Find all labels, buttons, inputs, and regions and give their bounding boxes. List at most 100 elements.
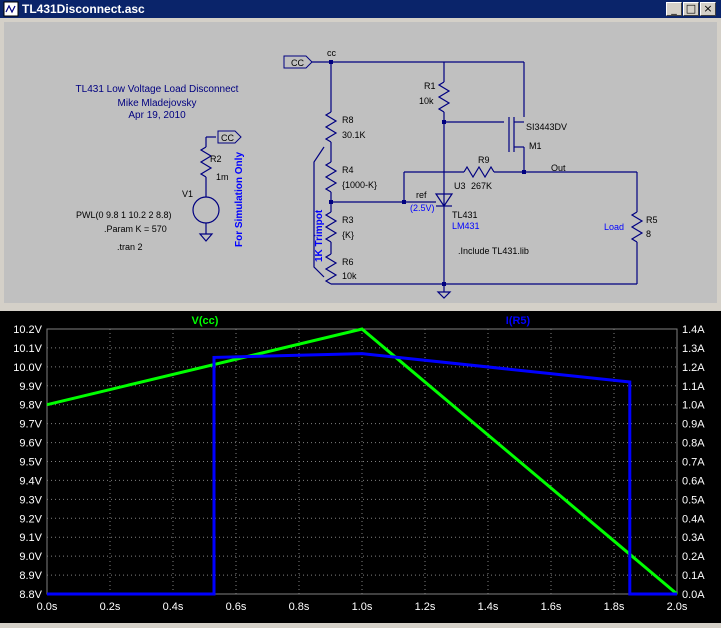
trimpot-label: 1K Trimpot <box>314 209 325 262</box>
param-directive: .Param K = 570 <box>104 224 167 234</box>
y-left-tick-label: 8.8V <box>19 589 42 601</box>
r3-value: {K} <box>342 230 354 240</box>
x-tick-label: 1.4s <box>478 601 499 613</box>
v1-source-circuit <box>192 136 220 242</box>
x-tick-label: 0.4s <box>163 601 184 613</box>
r2-value: 1m <box>216 172 229 182</box>
window-title: TL431Disconnect.asc <box>22 2 145 16</box>
r8-value: 30.1K <box>342 130 366 140</box>
right-axis-ticks: 0.0A 0.1A 0.2A 0.3A 0.4A 0.5A 0.6A 0.7A 0.8A 0.9A… <box>682 324 705 601</box>
y-left-tick-label: 9.2V <box>19 513 42 525</box>
heading-line3: Apr 19, 2010 <box>128 110 186 121</box>
r6-value: 10k <box>342 271 357 281</box>
ltspice-schematic-icon <box>3 1 19 17</box>
x-tick-label: 1.6s <box>541 601 562 613</box>
legend-ir5[interactable]: I(R5) <box>506 315 531 327</box>
u3-name: U3 <box>454 181 466 191</box>
svg-text:CC: CC <box>291 58 304 68</box>
plot-traces <box>46 327 678 596</box>
net-cc-small: cc <box>327 48 337 58</box>
y-right-tick-label: 1.1A <box>682 381 705 393</box>
r4-name: R4 <box>342 165 354 175</box>
x-tick-label: 2.0s <box>667 601 688 613</box>
y-left-tick-label: 9.4V <box>19 475 42 487</box>
sim-only-label: For Simulation Only <box>234 152 245 247</box>
r4-value: {1000-K} <box>342 180 377 190</box>
r5-value: 8 <box>646 229 651 239</box>
x-tick-label: 1.8s <box>604 601 625 613</box>
heading-line2: Mike Mladejovsky <box>118 98 197 109</box>
r5-name: R5 <box>646 215 658 225</box>
y-right-tick-label: 1.2A <box>682 362 705 374</box>
heading-line1: TL431 Low Voltage Load Disconnect <box>76 84 239 95</box>
y-right-tick-label: 0.2A <box>682 551 705 563</box>
x-tick-label: 0.6s <box>226 601 247 613</box>
y-left-tick-label: 9.1V <box>19 532 42 544</box>
y-left-tick-label: 9.9V <box>19 381 42 393</box>
waveform-plot[interactable]: 8.8V 8.9V 9.0V 9.1V 9.2V 9.3V 9.4V 9.5V 9.6V 9.7V… <box>0 311 721 623</box>
r9-value: 267K <box>471 181 492 191</box>
m1-part: SI3443DV <box>526 122 567 132</box>
y-left-tick-label: 10.1V <box>13 343 42 355</box>
y-left-tick-label: 9.0V <box>19 551 42 563</box>
y-right-tick-label: 1.0A <box>682 400 705 412</box>
close-button[interactable]: × <box>700 2 716 16</box>
y-right-tick-label: 0.7A <box>682 457 705 469</box>
r6-name: R6 <box>342 257 354 267</box>
v1-value: PWL(0 9.8 1 10.2 2 8.8) <box>76 210 172 220</box>
y-right-tick-label: 0.5A <box>682 494 705 506</box>
waveform-viewer[interactable]: 8.8V 8.9V 9.0V 9.1V 9.2V 9.3V 9.4V 9.5V 9.6V 9.7V… <box>0 311 721 623</box>
schematic-canvas[interactable]: TL431 Low Voltage Load Disconnect Mike M… <box>4 22 717 303</box>
r9-name: R9 <box>478 155 490 165</box>
net-label-cc-left[interactable]: CC <box>217 130 242 144</box>
y-left-tick-label: 10.2V <box>13 324 42 336</box>
y-right-tick-label: 0.9A <box>682 419 705 431</box>
title-bar[interactable]: TL431Disconnect.asc _ □ × <box>0 0 721 18</box>
x-tick-label: 0.2s <box>100 601 121 613</box>
y-right-tick-label: 0.1A <box>682 570 705 582</box>
m1-name: M1 <box>529 141 542 151</box>
schematic-editor[interactable]: TL431 Low Voltage Load Disconnect Mike M… <box>4 22 717 303</box>
y-left-tick-label: 9.3V <box>19 494 42 506</box>
y-left-tick-label: 9.6V <box>19 438 42 450</box>
x-axis-ticks: 0.0s 0.2s 0.4s 0.6s 0.8s 1.0s 1.2s 1.4s 1.6s 1.8s… <box>37 601 688 613</box>
x-tick-label: 1.2s <box>415 601 436 613</box>
y-right-tick-label: 0.4A <box>682 513 705 525</box>
r1-name: R1 <box>424 81 436 91</box>
y-left-tick-label: 9.8V <box>19 400 42 412</box>
r2-name: R2 <box>210 154 222 164</box>
left-axis-ticks: 8.8V 8.9V 9.0V 9.1V 9.2V 9.3V 9.4V 9.5V 9.6V 9.7V… <box>13 324 42 601</box>
pane-splitter[interactable] <box>0 303 721 311</box>
r1-value: 10k <box>419 96 434 106</box>
y-left-tick-label: 9.5V <box>19 457 42 469</box>
net-label-cc-main[interactable]: CC <box>283 55 313 69</box>
y-left-tick-label: 9.7V <box>19 419 42 431</box>
trace-vcc[interactable] <box>46 327 678 596</box>
r3-name: R3 <box>342 215 354 225</box>
v1-name: V1 <box>182 189 193 199</box>
trace-ir5[interactable] <box>47 352 677 596</box>
u3-ref: ref <box>416 190 427 200</box>
y-right-tick-label: 0.3A <box>682 532 705 544</box>
x-tick-label: 0.0s <box>37 601 58 613</box>
y-right-tick-label: 0.6A <box>682 475 705 487</box>
y-left-tick-label: 8.9V <box>19 570 42 582</box>
include-directive: .Include TL431.lib <box>458 246 529 256</box>
x-tick-label: 0.8s <box>289 601 310 613</box>
y-right-tick-label: 0.0A <box>682 589 705 601</box>
maximize-button[interactable]: □ <box>683 2 699 16</box>
u3-ref-voltage: (2.5V) <box>410 203 435 213</box>
net-out-label: Out <box>551 163 566 173</box>
legend-vcc[interactable]: V(cc) <box>192 315 219 327</box>
y-right-tick-label: 0.8A <box>682 438 705 450</box>
minimize-button[interactable]: _ <box>666 2 682 16</box>
y-left-tick-label: 10.0V <box>13 362 42 374</box>
r8-name: R8 <box>342 115 354 125</box>
u3-part2: LM431 <box>452 221 480 231</box>
y-right-tick-label: 1.4A <box>682 324 705 336</box>
x-tick-label: 1.0s <box>352 601 373 613</box>
r5-load-label: Load <box>604 222 624 232</box>
junction-dots <box>329 60 526 286</box>
y-right-tick-label: 1.3A <box>682 343 705 355</box>
svg-text:CC: CC <box>221 133 234 143</box>
